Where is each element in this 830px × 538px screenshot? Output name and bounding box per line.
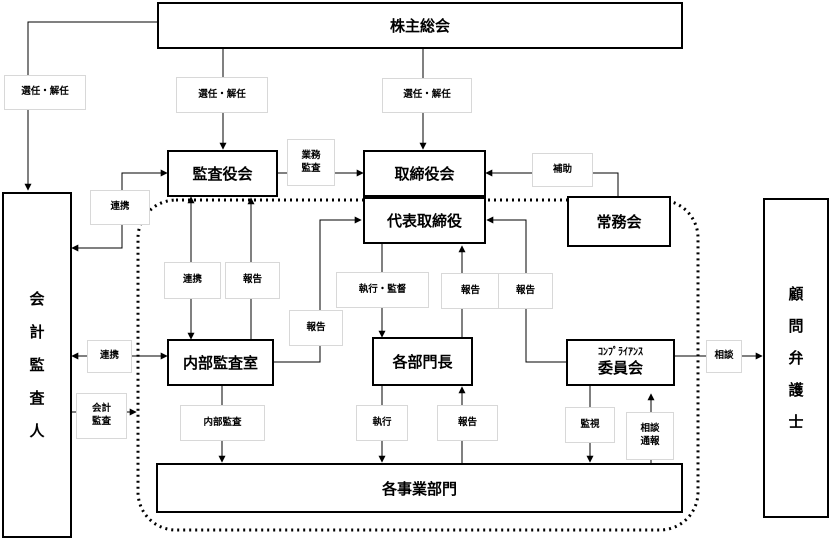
compliance-label-line2: 委員会: [597, 359, 643, 378]
board-box: 取締役会: [363, 150, 486, 197]
label-report-internal: 報告: [289, 310, 343, 346]
label-elect-dismiss-left: 選任・解任: [4, 75, 86, 110]
board-label: 取締役会: [394, 165, 455, 183]
label-liaison-vertical: 連携: [164, 262, 221, 299]
accounting-auditor-char-4: 査: [29, 388, 45, 407]
compliance-label-line1: ｺﾝﾌﾟﾗｲｱﾝｽ: [598, 346, 643, 358]
label-assist: 補助: [532, 153, 593, 187]
label-report-bottom: 報告: [437, 405, 498, 441]
legal-counsel-char-1: 顧: [788, 284, 804, 303]
label-report-division: 報告: [441, 273, 500, 309]
legal-counsel-box: 顧 問 弁 護 士: [763, 198, 829, 518]
accounting-auditor-char-2: 計: [29, 322, 45, 341]
label-consult-report: 相談通報: [626, 412, 674, 460]
label-elect-dismiss-mid: 選任・解任: [176, 77, 268, 113]
label-report-to-auditors: 報告: [225, 262, 280, 299]
division-heads-label: 各部門長: [392, 353, 453, 371]
arrow-report-internal: [274, 216, 362, 363]
accounting-auditor-char-3: 監: [29, 355, 45, 374]
accounting-auditor-char-1: 会: [29, 289, 45, 308]
internal-audit-box: 内部監査室: [167, 339, 274, 386]
business-units-label: 各事業部門: [381, 479, 457, 498]
label-elect-dismiss-right: 選任・解任: [382, 78, 472, 113]
label-business-audit: 業務監査: [287, 139, 335, 186]
arrow-assist: [485, 169, 619, 196]
legal-counsel-char-5: 士: [788, 412, 804, 431]
accounting-auditor-box: 会 計 監 査 人: [2, 192, 72, 538]
label-monitor: 監視: [565, 407, 615, 443]
label-execute: 執行: [356, 405, 408, 441]
label-internal-audit: 内部監査: [180, 405, 265, 441]
executive-committee-box: 常務会: [567, 196, 671, 247]
legal-counsel-char-2: 問: [788, 316, 804, 335]
label-accounting-audit: 会計監査: [76, 393, 127, 439]
representative-box: 代表取締役: [363, 197, 486, 244]
division-heads-box: 各部門長: [372, 337, 473, 386]
label-exec-supervise: 執行・監督: [336, 272, 429, 308]
arrow-elect-accounting: [24, 21, 157, 191]
label-liaison-top: 連携: [90, 190, 150, 225]
shareholders-label: 株主総会: [389, 17, 450, 35]
auditors-board-label: 監査役会: [192, 165, 253, 183]
accounting-auditor-char-5: 人: [29, 421, 45, 440]
compliance-committee-box: ｺﾝﾌﾟﾗｲｱﾝｽ 委員会: [566, 339, 675, 386]
representative-label: 代表取締役: [386, 212, 462, 230]
auditors-board-box: 監査役会: [167, 150, 278, 197]
internal-audit-label: 内部監査室: [182, 354, 258, 372]
business-units-box: 各事業部門: [156, 463, 683, 513]
label-consult-right: 相談: [706, 340, 742, 373]
label-liaison-left: 連携: [87, 340, 132, 373]
legal-counsel-char-4: 護: [788, 380, 804, 399]
shareholders-box: 株主総会: [157, 2, 683, 49]
legal-counsel-char-3: 弁: [788, 348, 804, 367]
label-report-compliance: 報告: [498, 273, 553, 309]
executive-committee-label: 常務会: [596, 213, 642, 231]
